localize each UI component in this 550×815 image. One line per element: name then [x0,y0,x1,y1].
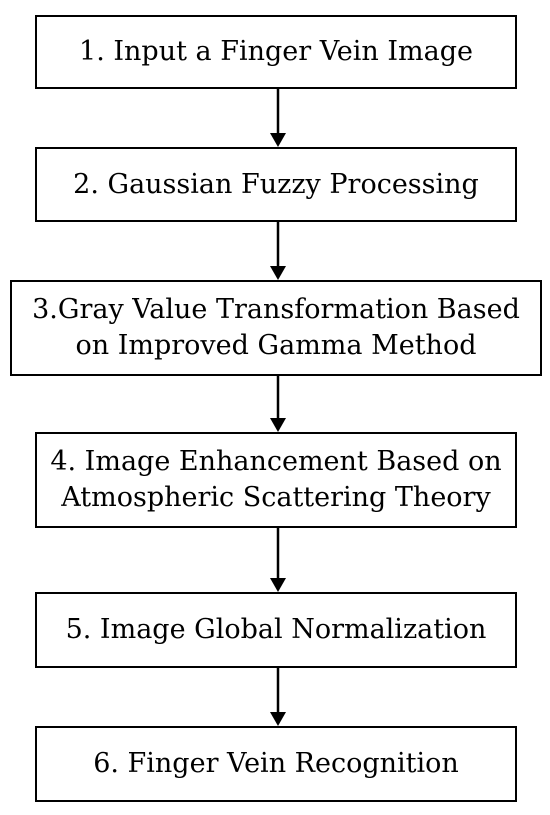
step-3-text: 3.Gray Value Transformation Based on Imp… [32,292,520,364]
step-4-box: 4. Image Enhancement Based on Atmospheri… [35,432,517,528]
arrow-5-to-6 [268,668,288,726]
step-1-label: 1. Input a Finger Vein Image [79,36,473,67]
step-1-box: 1. Input a Finger Vein Image [35,15,517,89]
down-arrow-icon [270,89,286,147]
step-5-box: 5. Image Global Normalization [35,592,517,668]
down-arrow-icon [270,528,286,592]
down-arrow-icon [270,668,286,726]
step-4-text: 4. Image Enhancement Based on Atmospheri… [50,444,501,516]
down-arrow-icon [270,376,286,432]
step-6-box: 6. Finger Vein Recognition [35,726,517,802]
down-arrow-icon [270,222,286,280]
arrow-4-to-5 [268,528,288,592]
arrow-1-to-2 [268,89,288,147]
step-4-label-line-1: 4. Image Enhancement Based on [50,446,502,477]
step-4-label-line-2: Atmospheric Scattering Theory [61,482,491,513]
arrow-2-to-3 [268,222,288,280]
step-5-label: 5. Image Global Normalization [65,614,487,645]
arrow-3-to-4 [268,376,288,432]
step-3-label-line-2: on Improved Gamma Method [75,330,477,361]
step-6-label: 6. Finger Vein Recognition [93,748,459,779]
step-2-box: 2. Gaussian Fuzzy Processing [35,147,517,222]
step-2-label: 2. Gaussian Fuzzy Processing [73,168,479,200]
step-3-label-line-1: 3.Gray Value Transformation Based [32,294,520,325]
step-3-box: 3.Gray Value Transformation Based on Imp… [10,280,542,376]
